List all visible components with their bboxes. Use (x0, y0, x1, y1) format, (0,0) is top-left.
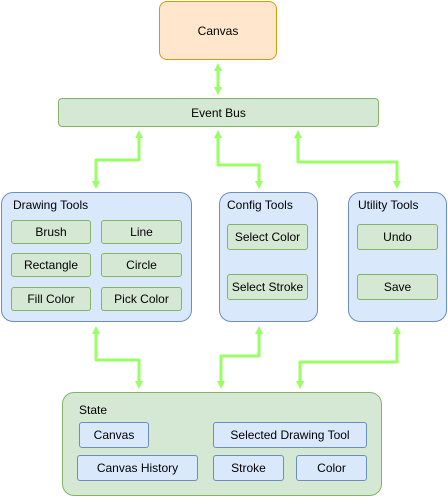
undo-tool: Undo (357, 224, 438, 250)
state-color: Color (296, 455, 367, 481)
state-stroke: Stroke (213, 455, 284, 481)
utility-tools-group: Utility Tools Undo Save (348, 192, 447, 322)
utility-tools-title: Utility Tools (358, 198, 419, 212)
select-stroke-tool: Select Stroke (227, 274, 308, 300)
state-canvas: Canvas (79, 422, 149, 448)
rectangle-tool: Rectangle (11, 253, 91, 277)
pick-color-tool: Pick Color (101, 287, 182, 311)
connector-eventbus-configtools (214, 130, 263, 189)
state-canvas-history: Canvas History (77, 455, 198, 481)
select-color-tool: Select Color (227, 224, 308, 250)
canvas-node-label: Canvas (197, 23, 239, 38)
config-tools-title: Config Tools (227, 198, 293, 212)
connector-utilitytools-state (296, 326, 401, 389)
connector-eventbus-utilitytools (294, 130, 401, 189)
connector-drawingtools-state (92, 326, 143, 389)
fill-color-tool: Fill Color (11, 287, 91, 311)
state-group: State Canvas Selected Drawing Tool Canva… (62, 392, 382, 496)
save-tool: Save (357, 274, 438, 300)
line-tool: Line (101, 220, 182, 244)
drawing-tools-group: Drawing Tools Brush Line Rectangle Circl… (1, 192, 192, 322)
state-title: State (79, 403, 108, 417)
connector-configtools-state (217, 326, 263, 389)
circle-tool: Circle (101, 253, 182, 277)
config-tools-group: Config Tools Select Color Select Stroke (219, 192, 318, 322)
event-bus-label: Event Bus (191, 105, 246, 120)
state-selected-drawing-tool: Selected Drawing Tool (213, 422, 367, 448)
canvas-node: Canvas (159, 1, 277, 60)
event-bus-node: Event Bus (58, 98, 379, 127)
connector-eventbus-drawingtools (92, 130, 143, 189)
brush-tool: Brush (11, 220, 91, 244)
drawing-tools-title: Drawing Tools (13, 198, 89, 212)
